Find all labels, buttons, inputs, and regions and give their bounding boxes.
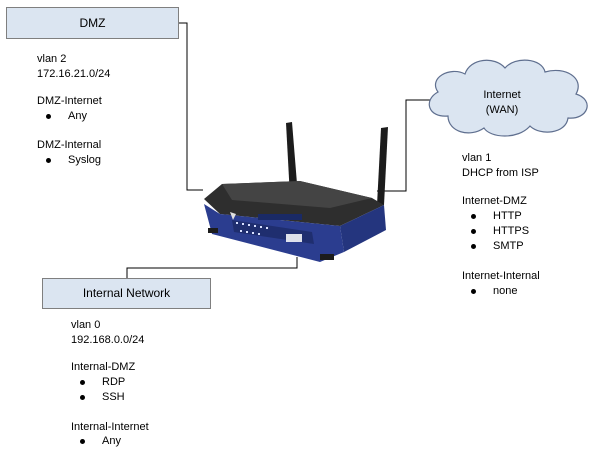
dmz-vlan: vlan 2 bbox=[37, 53, 67, 65]
list-item: none bbox=[470, 285, 518, 297]
list-item: HTTP bbox=[470, 209, 529, 224]
list-item: SMTP bbox=[470, 239, 529, 254]
internet-dmz-rule-heading: Internet-DMZ bbox=[462, 195, 527, 207]
dmz-internet-rule-list: Any bbox=[46, 109, 87, 124]
internet-connector bbox=[377, 99, 430, 192]
cloud-label-line2: (WAN) bbox=[485, 104, 519, 116]
internal-zone-box: Internal Network bbox=[42, 278, 211, 309]
internal-internet-rule-heading: Internal-Internet bbox=[71, 421, 149, 433]
internal-dmz-rule-heading: Internal-DMZ bbox=[71, 361, 136, 373]
internal-internet-rule-list: Any bbox=[80, 434, 121, 449]
internet-internal-rule-list: none bbox=[470, 284, 518, 299]
internal-connector bbox=[126, 257, 298, 278]
list-item: HTTPS bbox=[470, 225, 530, 237]
dmz-internal-rule-heading: DMZ-Internal bbox=[37, 139, 102, 151]
dmz-title: DMZ bbox=[79, 16, 106, 30]
internet-vlan: vlan 1 bbox=[462, 152, 492, 164]
dmz-connector bbox=[179, 22, 203, 191]
internet-cloud-label: Internet (WAN) bbox=[452, 88, 552, 118]
dmz-subnet: 172.16.21.0/24 bbox=[37, 68, 111, 80]
list-item: Any bbox=[80, 435, 121, 447]
list-item: Syslog bbox=[45, 154, 102, 166]
internal-dmz-rule-list: RDP SSH bbox=[79, 375, 126, 405]
dmz-internal-rule-list: Syslog bbox=[45, 153, 102, 168]
internal-subnet: 192.168.0.0/24 bbox=[71, 334, 145, 346]
dmz-internet-rule-heading: DMZ-Internet bbox=[37, 95, 102, 107]
internet-cloud-icon bbox=[428, 59, 588, 137]
cloud-label-line1: Internet bbox=[483, 89, 521, 101]
router-icon bbox=[204, 122, 388, 262]
dmz-zone-box: DMZ bbox=[6, 7, 179, 39]
connector-lines bbox=[126, 22, 430, 278]
internal-vlan: vlan 0 bbox=[71, 319, 101, 331]
internal-title: Internal Network bbox=[82, 286, 171, 300]
list-item: Any bbox=[46, 110, 87, 122]
list-item: RDP bbox=[79, 376, 126, 388]
internet-dmz-rule-list: HTTP HTTPS SMTP bbox=[470, 209, 530, 254]
internet-internal-rule-heading: Internet-Internal bbox=[462, 270, 540, 282]
list-item: SSH bbox=[79, 391, 125, 403]
internet-addressing: DHCP from ISP bbox=[462, 167, 539, 179]
